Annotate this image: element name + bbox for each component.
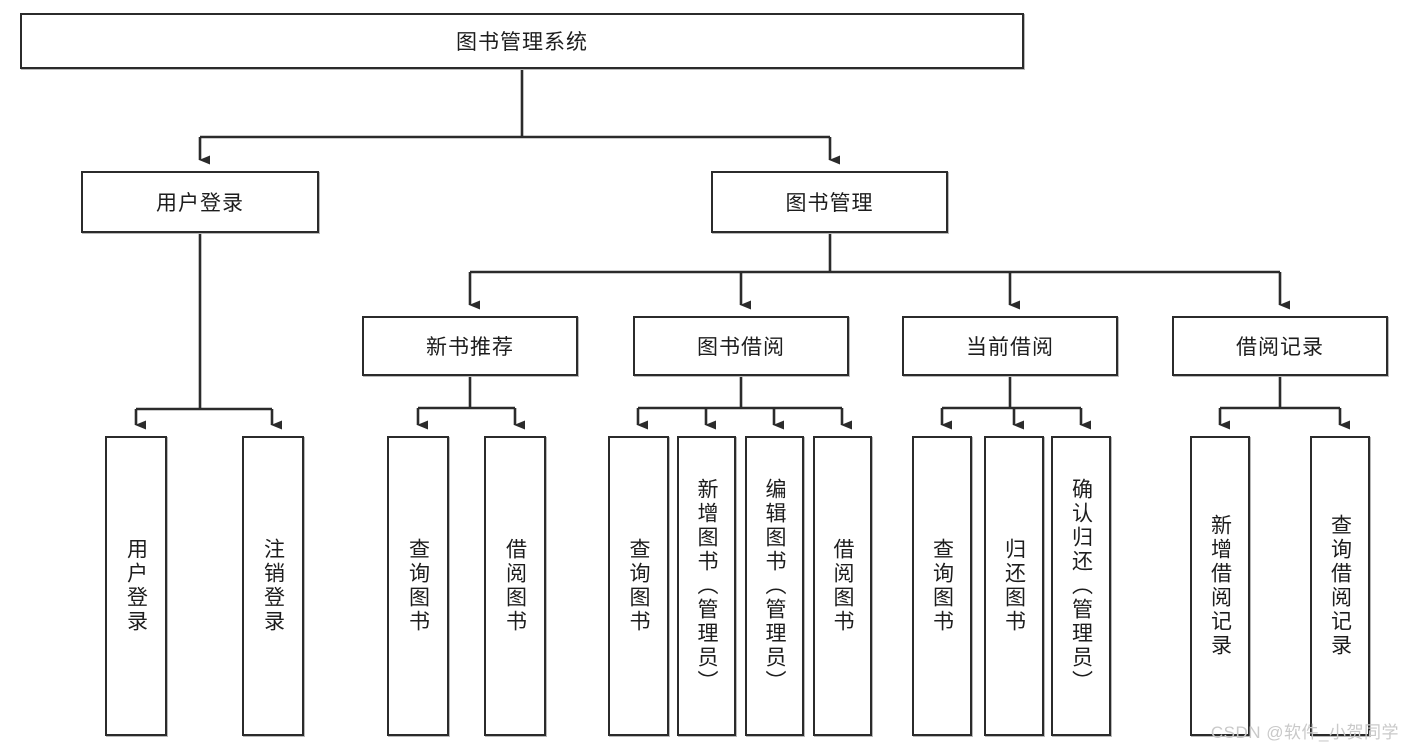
node-leaf-query-book-3-label: 查询图书 [930, 538, 954, 634]
node-leaf-confirm-return[interactable]: 确认归还（管理员） [1051, 436, 1111, 736]
node-book-borrow[interactable]: 图书借阅 [633, 316, 849, 376]
node-current-borrow-label: 当前借阅 [966, 336, 1054, 359]
watermark-text: CSDN @软件_小贺同学 [1210, 723, 1399, 742]
node-book-manage[interactable]: 图书管理 [711, 171, 948, 233]
node-leaf-logout[interactable]: 注销登录 [242, 436, 304, 736]
node-current-borrow[interactable]: 当前借阅 [902, 316, 1118, 376]
node-leaf-edit-book-label: 编辑图书（管理员） [763, 478, 786, 694]
node-leaf-return-book-label: 归还图书 [1002, 538, 1026, 634]
node-leaf-return-book[interactable]: 归还图书 [984, 436, 1044, 736]
node-leaf-query-book-2[interactable]: 查询图书 [608, 436, 669, 736]
node-leaf-borrow-book-1[interactable]: 借阅图书 [484, 436, 546, 736]
node-leaf-borrow-book-2-label: 借阅图书 [831, 538, 854, 634]
node-leaf-query-book-1[interactable]: 查询图书 [387, 436, 449, 736]
node-leaf-add-record[interactable]: 新增借阅记录 [1190, 436, 1250, 736]
node-leaf-query-book-1-label: 查询图书 [406, 538, 430, 634]
node-leaf-confirm-return-label: 确认归还（管理员） [1069, 478, 1093, 694]
node-leaf-edit-book[interactable]: 编辑图书（管理员） [745, 436, 804, 736]
node-root-label: 图书管理系统 [456, 31, 588, 54]
node-leaf-query-book-2-label: 查询图书 [627, 538, 650, 634]
node-book-manage-label: 图书管理 [785, 192, 874, 215]
node-leaf-logout-label: 注销登录 [261, 538, 285, 634]
node-book-borrow-label: 图书借阅 [697, 336, 785, 359]
node-leaf-user-login-label: 用户登录 [124, 538, 148, 634]
node-leaf-add-book[interactable]: 新增图书（管理员） [677, 436, 736, 736]
node-leaf-add-book-label: 新增图书（管理员） [695, 478, 718, 694]
node-leaf-borrow-book-1-label: 借阅图书 [503, 538, 527, 634]
node-leaf-user-login[interactable]: 用户登录 [105, 436, 167, 736]
node-leaf-borrow-book-2[interactable]: 借阅图书 [813, 436, 872, 736]
node-leaf-query-record-label: 查询借阅记录 [1328, 514, 1352, 658]
node-borrow-record-label: 借阅记录 [1236, 336, 1324, 359]
node-borrow-record[interactable]: 借阅记录 [1172, 316, 1388, 376]
node-leaf-query-book-3[interactable]: 查询图书 [912, 436, 972, 736]
node-leaf-query-record[interactable]: 查询借阅记录 [1310, 436, 1370, 736]
node-leaf-add-record-label: 新增借阅记录 [1208, 514, 1232, 658]
node-user-login[interactable]: 用户登录 [81, 171, 319, 233]
node-new-book-recommend-label: 新书推荐 [426, 336, 514, 359]
node-user-login-label: 用户登录 [156, 192, 244, 215]
node-new-book-recommend[interactable]: 新书推荐 [362, 316, 578, 376]
node-root[interactable]: 图书管理系统 [20, 13, 1024, 69]
